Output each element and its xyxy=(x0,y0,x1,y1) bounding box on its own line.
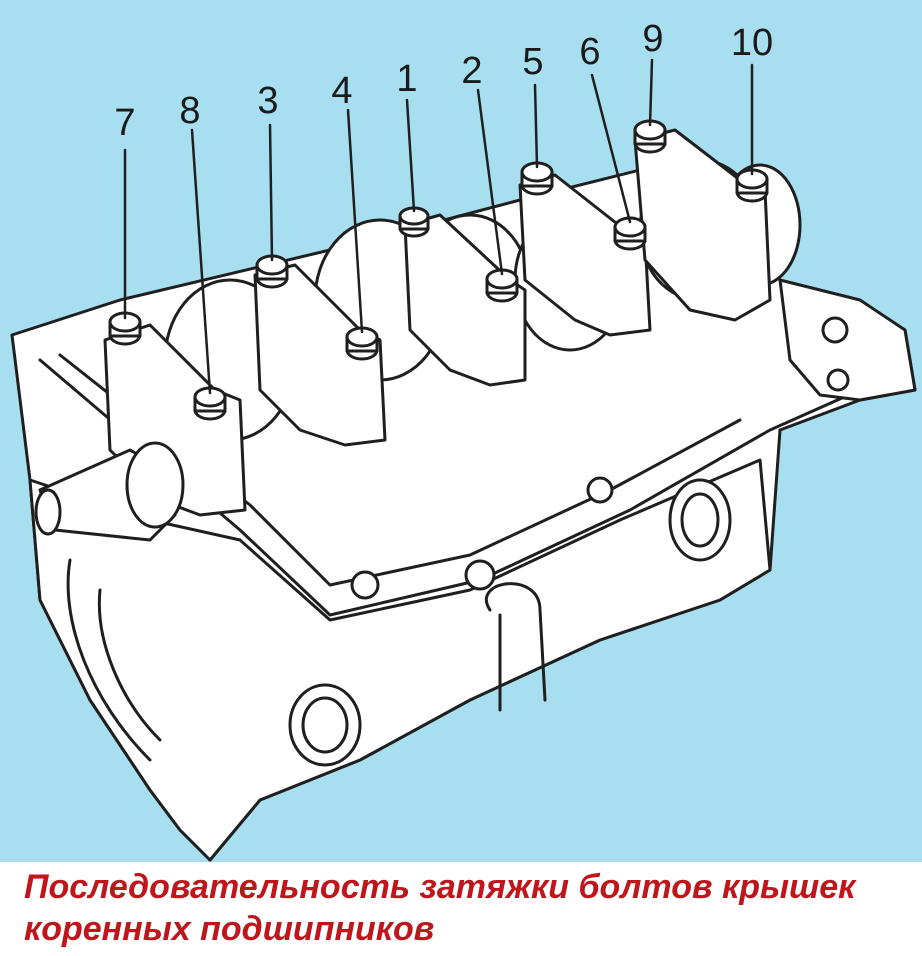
callout-1: 1 xyxy=(396,58,418,100)
callout-8: 8 xyxy=(179,90,201,132)
callout-10: 10 xyxy=(730,22,774,64)
front-seal xyxy=(125,441,185,529)
timing-end-cover xyxy=(66,558,162,762)
mounting-flange xyxy=(778,278,917,402)
diagram-area: 7 8 3 4 1 2 5 6 9 10 xyxy=(0,0,922,862)
leader-6 xyxy=(590,73,632,224)
callout-9: 9 xyxy=(642,18,664,60)
leader-8 xyxy=(190,128,212,395)
flange-hole-2 xyxy=(826,368,850,392)
leader-4 xyxy=(346,108,364,334)
callout-4: 4 xyxy=(331,70,353,112)
bolt-4 xyxy=(345,326,379,361)
bolt-5 xyxy=(520,161,554,196)
bolt-2 xyxy=(485,268,519,303)
side-bore-1-inner xyxy=(301,696,349,754)
caption-line-1: Последовательность затяжки болтов крышек xyxy=(24,868,856,906)
callout-3: 3 xyxy=(257,80,279,122)
bearing-cap-2 xyxy=(253,263,387,447)
callout-5: 5 xyxy=(522,41,544,83)
side-bore-2-inner xyxy=(680,492,720,548)
engine-block-drawing xyxy=(10,58,917,862)
bolt-1 xyxy=(398,206,430,238)
leader-5 xyxy=(533,83,539,169)
dipstick-tube xyxy=(485,582,547,712)
leader-2 xyxy=(476,88,504,276)
leader-9 xyxy=(648,58,654,127)
bolt-3 xyxy=(255,254,289,289)
bolt-9 xyxy=(633,119,667,154)
caption-line-2: коренных подшипников xyxy=(24,910,435,948)
crank-nose-end xyxy=(34,488,62,536)
bolts xyxy=(108,119,769,421)
bearing-cap-3 xyxy=(403,213,527,387)
block-port-2 xyxy=(586,476,614,504)
bolt-6 xyxy=(613,216,647,251)
bearing-cap-4 xyxy=(518,173,652,337)
callout-7: 7 xyxy=(114,102,136,144)
callout-2: 2 xyxy=(461,50,483,92)
flange-hole-1 xyxy=(821,316,849,344)
block-front-face xyxy=(28,458,772,862)
block-port-3 xyxy=(350,570,380,600)
leader-3 xyxy=(268,123,274,262)
bolt-8 xyxy=(193,386,227,421)
caption: Последовательность затяжки болтов крышек… xyxy=(0,862,922,956)
leader-lines xyxy=(123,58,754,395)
callout-6: 6 xyxy=(579,31,601,73)
block-port xyxy=(464,559,496,591)
leader-1 xyxy=(405,98,416,213)
